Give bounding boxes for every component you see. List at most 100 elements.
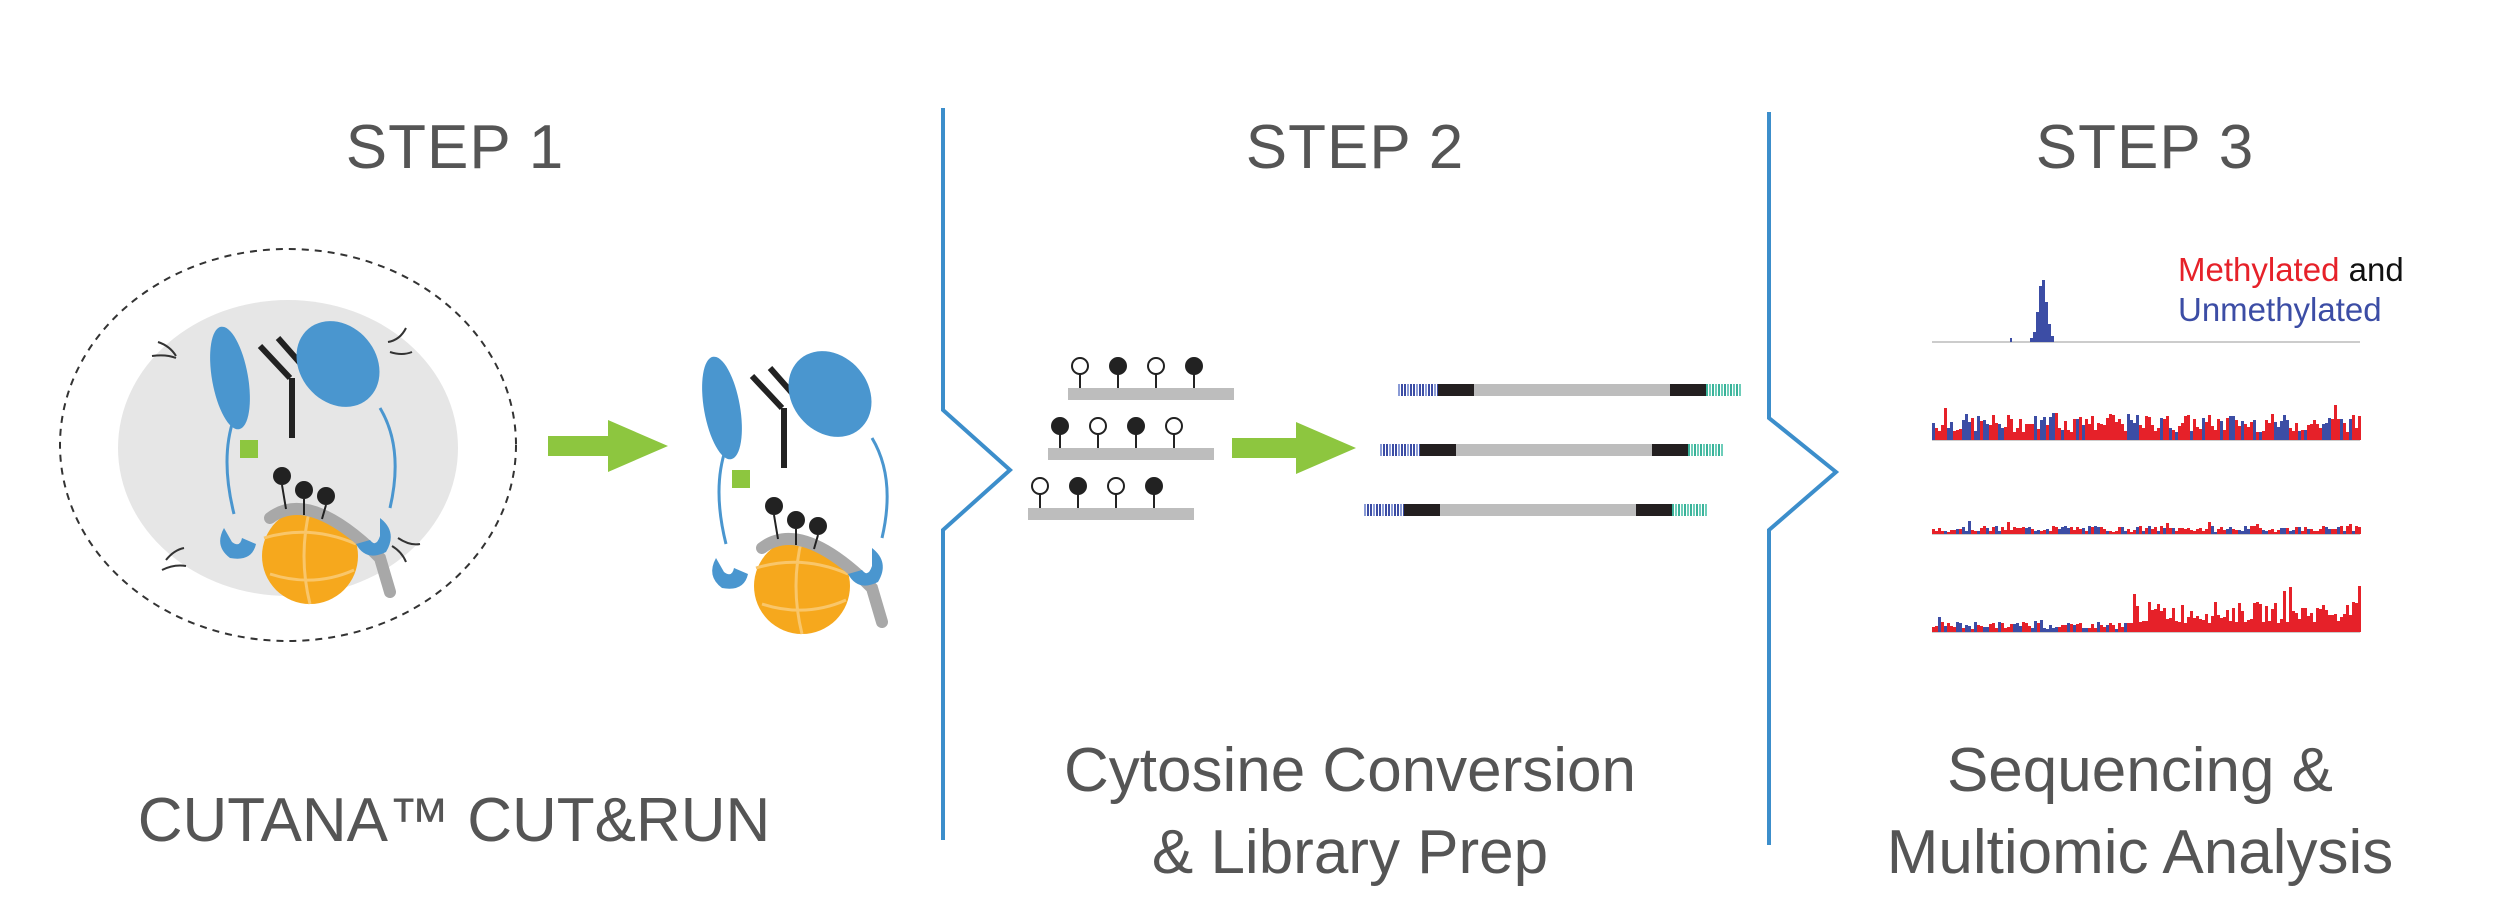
signal-bar	[2226, 529, 2229, 534]
signal-bar	[2172, 528, 2175, 534]
signal-bar	[1959, 429, 1962, 440]
cell-outline	[59, 248, 517, 642]
read-barcode	[1376, 504, 1378, 516]
signal-bar	[1992, 527, 1995, 534]
signal-bar	[2145, 621, 2148, 632]
unmethylated-cpg	[1147, 357, 1165, 375]
signal-bar	[2286, 622, 2289, 632]
signal-bar	[2058, 428, 2061, 440]
signal-bar	[2304, 430, 2307, 440]
signal-bar	[2337, 419, 2340, 440]
signal-bar	[2037, 429, 2040, 440]
signal-bar	[2058, 627, 2061, 632]
signal-bar	[2031, 628, 2034, 632]
step-2-title: STEP 2	[1245, 113, 1465, 182]
read-index	[1691, 444, 1693, 456]
signal-bar	[2019, 626, 2022, 632]
signal-bar	[2175, 621, 2178, 632]
signal-bar	[2316, 531, 2319, 534]
signal-bar	[2217, 615, 2220, 632]
signal-bar	[2220, 421, 2223, 440]
signal-bar	[2340, 617, 2343, 632]
signal-bar	[2235, 420, 2238, 440]
signal-bar	[1995, 628, 1998, 632]
signal-bar	[2019, 528, 2022, 534]
signal-bar	[2253, 603, 2256, 632]
signal-bar	[2292, 431, 2295, 440]
signal-bar	[2004, 530, 2007, 534]
read-index	[1733, 384, 1735, 396]
signal-bar	[2271, 609, 2274, 632]
signal-bar	[2220, 527, 2223, 534]
signal-bar	[2358, 527, 2361, 534]
signal-bar	[2175, 432, 2178, 440]
signal-bar	[2007, 627, 2010, 632]
read-barcode	[1395, 444, 1397, 456]
read-barcode	[1391, 504, 1393, 516]
signal-bar	[2091, 416, 2094, 440]
signal-bar	[2142, 428, 2145, 440]
signal-bar	[2094, 526, 2097, 534]
signal-bar	[2256, 602, 2259, 632]
signal-bar	[2235, 530, 2238, 534]
signal-bar	[2091, 624, 2094, 632]
signal-bar	[1944, 626, 1947, 632]
signal-bar	[2034, 416, 2037, 440]
signal-bar	[2097, 622, 2100, 632]
peak-bar	[2048, 324, 2051, 342]
signal-bar	[2169, 618, 2172, 632]
signal-bar	[2358, 586, 2361, 632]
signal-bar	[2142, 621, 2145, 632]
signal-bar	[2205, 422, 2208, 440]
signal-bar	[1932, 529, 1935, 534]
signal-bar	[1986, 424, 1989, 440]
read-index	[1672, 504, 1674, 516]
signal-bar	[2160, 418, 2163, 440]
signal-bar	[1959, 623, 1962, 632]
read-barcode	[1370, 504, 1372, 516]
legend-line-1: Methylated and	[2178, 250, 2404, 290]
signal-bar	[2121, 424, 2124, 440]
signal-bar	[2205, 614, 2208, 632]
signal-bar	[2343, 614, 2346, 632]
signal-bar	[2043, 417, 2046, 440]
signal-bar	[2118, 527, 2121, 534]
signal-bar	[2289, 531, 2292, 534]
step-3-title: STEP 3	[2035, 113, 2255, 182]
signal-bar	[2040, 531, 2043, 534]
signal-bar	[2184, 416, 2187, 440]
signal-bar	[2082, 425, 2085, 440]
signal-bar	[2115, 629, 2118, 632]
signal-bar	[2352, 415, 2355, 440]
signal-bar	[2349, 419, 2352, 440]
read-insert	[1456, 444, 1652, 456]
arrow-step1	[548, 420, 668, 472]
signal-bar	[2208, 522, 2211, 534]
signal-bar	[2253, 526, 2256, 534]
signal-bar	[2196, 427, 2199, 440]
signal-bar	[2292, 530, 2295, 534]
signal-bar	[2193, 419, 2196, 440]
signal-bar	[2289, 587, 2292, 632]
signal-bar	[2037, 530, 2040, 534]
signal-bar	[2307, 616, 2310, 632]
signal-bar	[2133, 530, 2136, 534]
signal-bar	[2283, 415, 2286, 440]
signal-bar	[2292, 611, 2295, 632]
signal-bar	[1998, 622, 2001, 632]
signal-bar	[2211, 426, 2214, 440]
signal-bar	[1950, 422, 1953, 440]
signal-bar	[2283, 528, 2286, 534]
read-barcode	[1373, 504, 1375, 516]
signal-bar	[2184, 623, 2187, 632]
signal-bar	[2097, 527, 2100, 534]
signal-bar	[1974, 622, 1977, 632]
signal-bar	[2181, 528, 2184, 534]
signal-bar	[2178, 622, 2181, 632]
signal-bar	[2238, 603, 2241, 632]
signal-bar	[2022, 527, 2025, 534]
read-insert	[1474, 384, 1670, 396]
signal-bar	[2262, 431, 2265, 440]
signal-bar	[2007, 415, 2010, 440]
signal-bar	[2202, 418, 2205, 440]
